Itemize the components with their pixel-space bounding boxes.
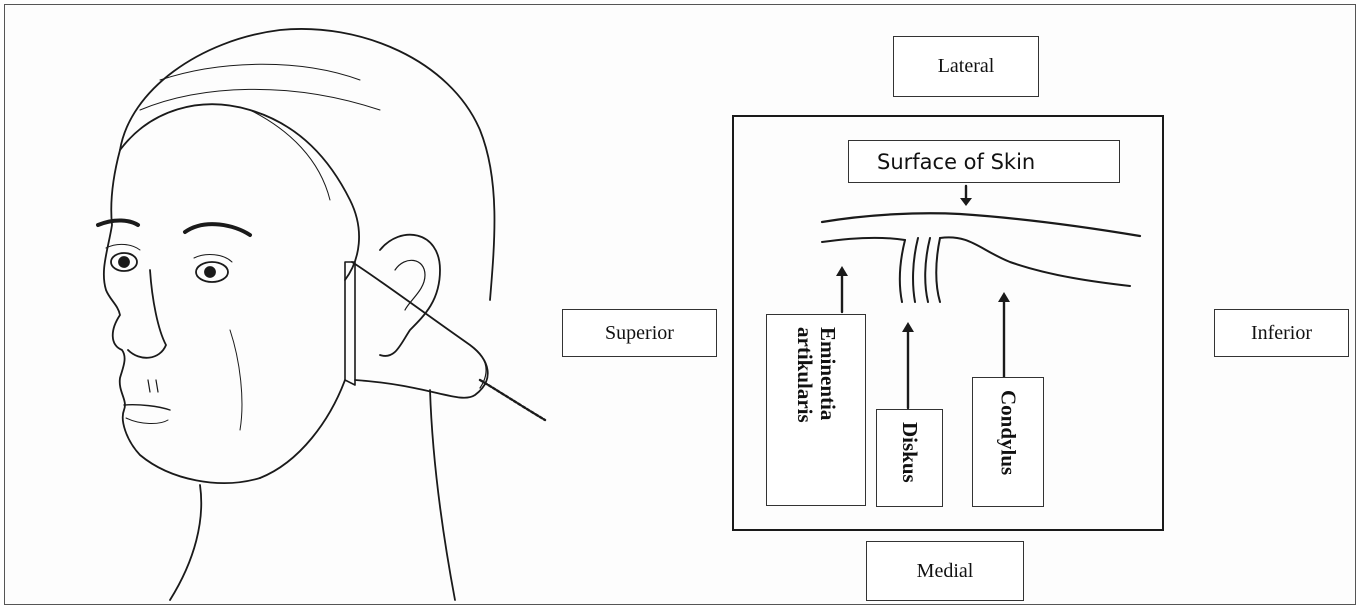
label-surface-of-skin: Surface of Skin <box>848 140 1120 183</box>
label-medial-text: Medial <box>917 560 974 583</box>
label-diskus: Diskus <box>876 409 943 507</box>
label-lateral-text: Lateral <box>938 55 995 78</box>
label-superior: Superior <box>562 309 717 357</box>
label-inferior: Inferior <box>1214 309 1349 357</box>
eminentia-contour <box>822 238 905 242</box>
label-condylus: Condylus <box>972 377 1044 507</box>
label-eminentia-artikularis: Eminentia artikularis <box>766 314 866 506</box>
diskus-contour <box>900 240 905 302</box>
label-superior-text: Superior <box>605 322 674 345</box>
label-medial: Medial <box>866 541 1024 601</box>
label-diskus-text: Diskus <box>898 422 921 483</box>
label-inferior-text: Inferior <box>1251 322 1312 345</box>
label-lateral: Lateral <box>893 36 1039 97</box>
skin-surface-line <box>822 213 1140 236</box>
label-eminentia-artikularis-text: Eminentia artikularis <box>793 327 839 423</box>
label-condylus-text: Condylus <box>997 390 1020 475</box>
label-surface-of-skin-text: Surface of Skin <box>877 150 1035 174</box>
condylus-contour <box>940 237 1130 286</box>
